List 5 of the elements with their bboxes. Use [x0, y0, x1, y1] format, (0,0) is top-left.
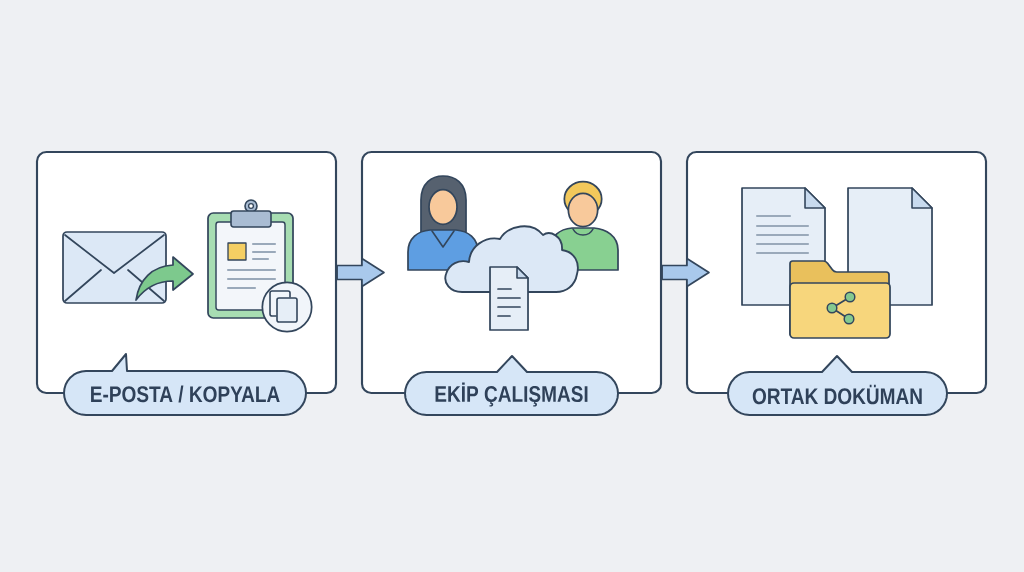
- label-pill: E-POSTA / KOPYALA: [63, 353, 307, 416]
- arrow: [661, 257, 710, 288]
- label-pill: EKİP ÇALIŞMASI: [404, 355, 619, 416]
- label-pill: ORTAK DOKÜMAN: [727, 355, 948, 416]
- arrow: [336, 257, 385, 288]
